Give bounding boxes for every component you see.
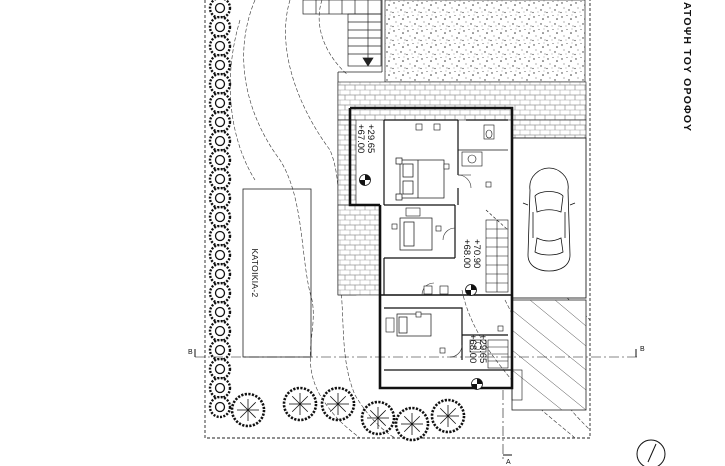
shrub-icon: [208, 167, 232, 191]
shrub-icon: [208, 224, 232, 248]
gravel-garden: [384, 0, 586, 83]
elevation-marker: +29.65+68.00: [467, 334, 488, 390]
section-mark-right: B: [640, 346, 645, 353]
shrub-icon: [208, 281, 232, 305]
shrub-icon: [208, 262, 232, 286]
upper-stair: [302, 0, 382, 67]
elevation-marker: +70.90+68.00: [461, 239, 482, 296]
single-bed-1: [399, 217, 433, 251]
tree-icon: [282, 386, 318, 422]
bathroom-fixtures: [385, 124, 495, 353]
section-mark-left: B: [188, 349, 193, 356]
house-walls: [348, 106, 514, 390]
left-hedge: [208, 0, 232, 419]
elevation-marker: +29.65+67.00: [355, 124, 376, 186]
elevation-bottom: +67.00: [355, 124, 366, 153]
furniture-marks: [391, 123, 504, 354]
north-arrow-icon: [636, 439, 666, 466]
elevation-top: +70.90: [471, 239, 482, 268]
tree-icon: [430, 398, 466, 434]
shrub-icon: [208, 148, 232, 172]
shrub-icon: [208, 15, 232, 39]
drawing-title: ΑΤΟΨΗ ΤΟΥ ΟΡΟΦΟΥ: [681, 2, 693, 132]
shrub-icon: [208, 376, 232, 400]
elevation-top: +29.65: [365, 124, 376, 153]
site-boundary: [204, 0, 591, 439]
elevation-bottom: +68.00: [461, 239, 472, 268]
tree-icon: [320, 386, 356, 422]
tree-icon: [394, 406, 430, 442]
shrub-icon: [208, 395, 232, 419]
shrub-icon: [208, 72, 232, 96]
bottom-tree-row: [230, 386, 466, 442]
elevation-bottom: +68.00: [467, 334, 478, 363]
driveway-ramp: [511, 299, 587, 411]
section-line-b: B B: [188, 346, 645, 358]
shrub-icon: [208, 186, 232, 210]
lower-stair: [487, 339, 523, 401]
tree-icon: [360, 400, 396, 436]
shrub-icon: [208, 129, 232, 153]
shrub-icon: [208, 319, 232, 343]
shrub-icon: [208, 243, 232, 267]
elevation-top: +29.65: [477, 334, 488, 363]
car-icon: [522, 167, 576, 272]
shrub-icon: [208, 300, 232, 324]
shrub-icon: [208, 338, 232, 362]
section-line-a: A: [502, 390, 512, 466]
section-mark-bottom: A: [506, 459, 511, 466]
neighbour-building-label: ΚΑΤΟΙΚΙΑ-2: [250, 249, 260, 298]
shrub-icon: [208, 34, 232, 58]
shrub-icon: [208, 357, 232, 381]
shrub-icon: [208, 205, 232, 229]
single-bed-2: [396, 313, 432, 337]
carport: [511, 137, 587, 299]
tree-icon: [230, 392, 266, 428]
internal-stair: [485, 209, 509, 293]
stone-paving: [337, 81, 587, 296]
double-bed: [395, 157, 445, 201]
shrub-icon: [208, 0, 232, 20]
shrub-icon: [208, 91, 232, 115]
shrub-icon: [208, 110, 232, 134]
shrub-icon: [208, 53, 232, 77]
